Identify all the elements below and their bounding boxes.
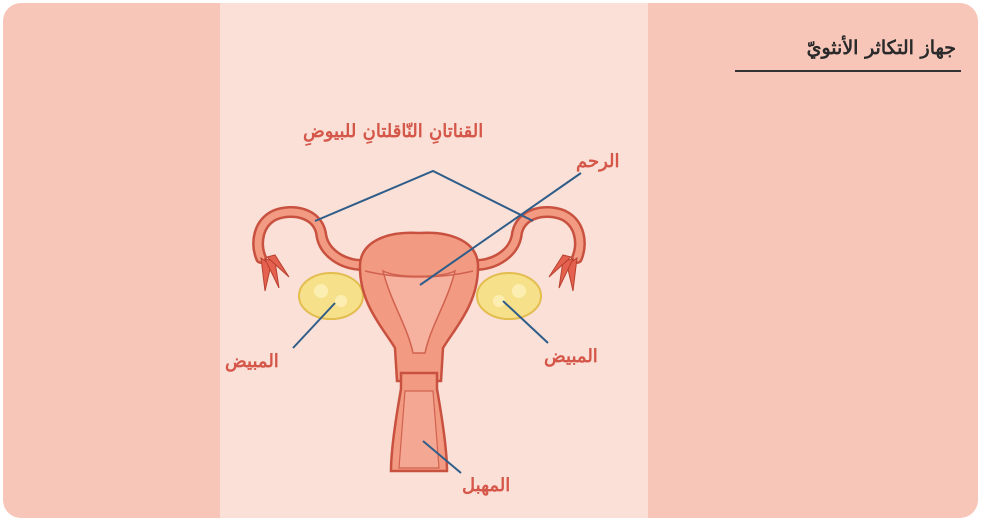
label-vagina: المهبل (462, 475, 510, 496)
ovary-left-shape (299, 273, 363, 319)
label-uterus: الرحم (576, 151, 620, 172)
female-reproductive-system-illustration (3, 3, 978, 518)
label-fallopian-tubes: القناتانِ النّاقلتانِ للبيوضِ (303, 121, 483, 142)
diagram-card: جهاز التكاثر الأنثويّ (3, 3, 978, 518)
leader-line-tubes (315, 171, 533, 221)
label-ovary-left: المبيض (225, 351, 279, 372)
ovary-right-shape (477, 273, 541, 319)
label-ovary-right: المبيض (544, 346, 598, 367)
vagina-shape (391, 373, 447, 471)
uterus-shape (360, 233, 478, 381)
